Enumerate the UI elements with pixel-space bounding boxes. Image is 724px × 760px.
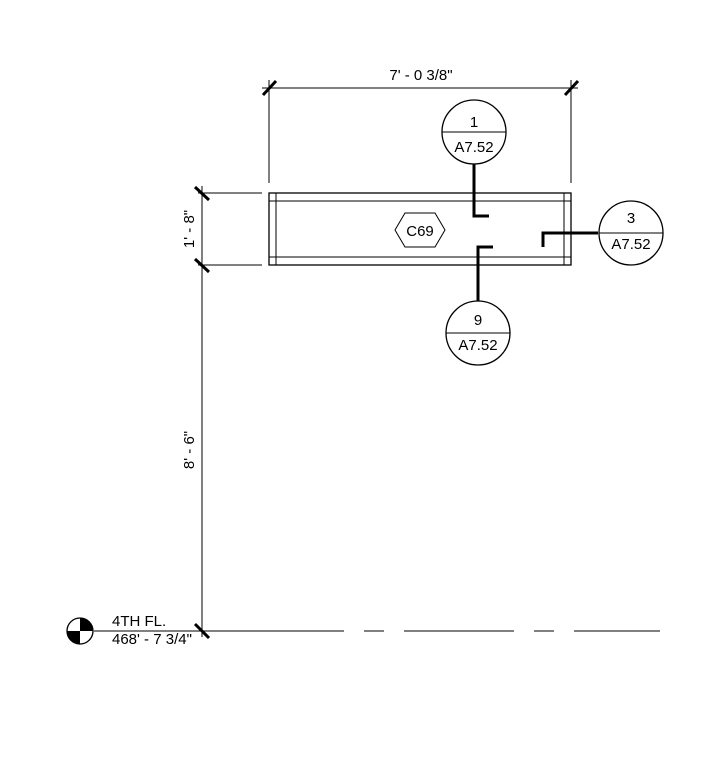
section-callout-3-sheet: A7.52 bbox=[611, 236, 650, 253]
offset-dimension: 8' - 6" bbox=[181, 265, 211, 640]
section-callout-1[interactable]: 1 A7.52 bbox=[441, 99, 507, 218]
section-callout-1-leader bbox=[472, 164, 489, 218]
section-callout-3[interactable]: 3 A7.52 bbox=[541, 200, 664, 266]
type-tag-hexagon bbox=[394, 212, 446, 248]
section-callout-3-number: 3 bbox=[627, 210, 635, 227]
section-callout-9[interactable]: 9 A7.52 bbox=[445, 245, 511, 366]
level-marker: 4TH FL. 468' - 7 3/4" bbox=[66, 613, 660, 648]
level-elevation: 468' - 7 3/4" bbox=[112, 631, 192, 648]
section-callout-9-sheet: A7.52 bbox=[458, 337, 497, 354]
level-name: 4TH FL. bbox=[112, 613, 166, 630]
level-target-icon bbox=[66, 617, 94, 645]
height-tick-top bbox=[193, 185, 211, 202]
section-callout-3-leader bbox=[541, 231, 598, 247]
height-dimension: 1' - 8" bbox=[181, 185, 262, 274]
section-callout-1-number: 1 bbox=[470, 114, 478, 131]
offset-dimension-text: 8' - 6" bbox=[181, 431, 198, 469]
width-dimension: 7' - 0 3/8" bbox=[261, 67, 580, 183]
section-callout-9-leader bbox=[476, 245, 493, 302]
type-tag-text: C69 bbox=[406, 223, 434, 240]
section-callout-1-sheet: A7.52 bbox=[454, 139, 493, 156]
width-tick-left bbox=[261, 79, 278, 97]
width-tick-right bbox=[563, 79, 580, 97]
width-dimension-text: 7' - 0 3/8" bbox=[389, 67, 452, 84]
type-tag: C69 bbox=[394, 212, 446, 248]
section-callout-9-number: 9 bbox=[474, 312, 482, 329]
height-dimension-text: 1' - 8" bbox=[181, 210, 198, 248]
